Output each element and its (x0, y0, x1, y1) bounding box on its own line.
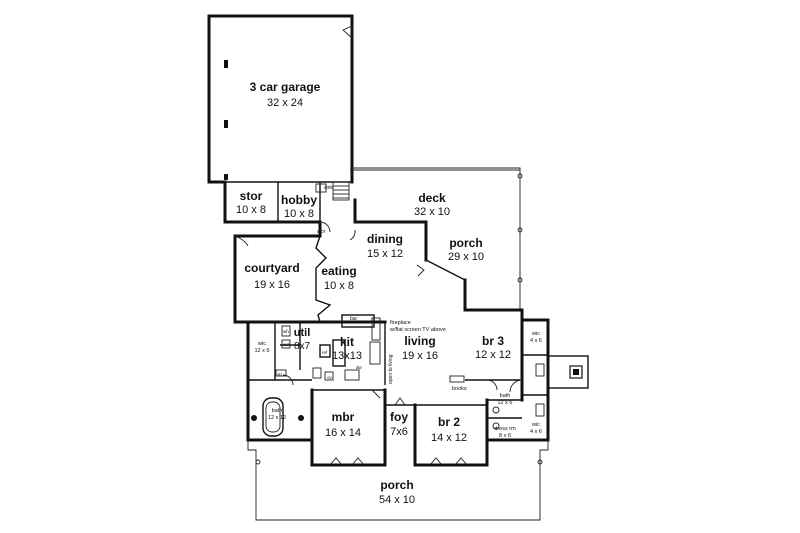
wh-note: wh (283, 329, 289, 334)
books-note: books (452, 386, 467, 392)
dress-label: dress rm (494, 426, 516, 432)
bath-small-label: bath (500, 393, 511, 399)
tv-note: w/flat screen TV above (389, 327, 446, 333)
br3-size: 12 x 12 (475, 349, 511, 361)
wic-br2-size: 4 x 6 (530, 429, 542, 435)
open-to-living-note: open to living (388, 354, 394, 384)
courtyard-label: courtyard (244, 261, 299, 275)
deck-size: 32 x 10 (414, 206, 450, 218)
porch-front-size: 54 x 10 (379, 494, 415, 506)
room-labels: 3 car garage 32 x 24 stor 10 x 8 hobby 1… (236, 80, 542, 506)
br2-size: 14 x 12 (431, 432, 467, 444)
hobby-label: hobby (281, 193, 317, 207)
mbr-size: 16 x 14 (325, 427, 361, 439)
kit-label: kit (340, 335, 354, 349)
bath-master-label: bath (272, 408, 283, 414)
br3-label: br 3 (482, 334, 504, 348)
wd-note: wd (283, 342, 289, 347)
porch-front-label: porch (380, 478, 413, 492)
dining-label: dining (367, 232, 403, 246)
front-porch-outline (247, 440, 549, 521)
str-note: str (277, 372, 283, 377)
deck-label: deck (418, 191, 446, 205)
courtyard-size: 19 x 16 (254, 279, 290, 291)
wic-master-label: wic (257, 341, 266, 347)
wic-br3-label: wic (531, 331, 540, 337)
dress-size: 8 x 6 (499, 433, 511, 439)
ref-note: ref (322, 350, 328, 355)
fireplace-note: fireplace (390, 320, 411, 326)
eating-label: eating (321, 264, 356, 278)
living-label: living (404, 334, 435, 348)
deck-porch-outline (350, 167, 523, 310)
foy-label: foy (390, 410, 408, 424)
sink-note: sink (324, 185, 333, 191)
bath-master-size: 12 x 12 (268, 415, 286, 421)
stor-small-note: stor (317, 229, 326, 235)
porch-rear-label: porch (449, 236, 482, 250)
kit-size: 13x13 (332, 350, 362, 362)
bath-small-size: 12 x 6 (498, 400, 513, 406)
util-label: util (294, 327, 311, 339)
ov-note: ov (327, 375, 333, 380)
main-house-walls (233, 198, 589, 467)
hobby-size: 10 x 8 (284, 208, 314, 220)
living-size: 19 x 16 (402, 350, 438, 362)
stor-label: stor (240, 189, 263, 203)
dining-size: 15 x 12 (367, 248, 403, 260)
garage-block (207, 14, 354, 224)
foy-size: 7x6 (390, 426, 408, 438)
fixtures (251, 221, 545, 466)
dw-note: dw (356, 365, 363, 370)
br2-label: br 2 (438, 415, 460, 429)
garage-label: 3 car garage (250, 80, 321, 94)
porch-rear-size: 29 x 10 (448, 251, 484, 263)
util-size: 8x7 (294, 341, 311, 352)
stor-size: 10 x 8 (236, 204, 266, 216)
wic-master-size: 12 x 6 (255, 348, 270, 354)
mbr-label: mbr (332, 410, 355, 424)
wic-br3-size: 4 x 6 (530, 338, 542, 344)
wic-br2-label: wic (531, 422, 540, 428)
garage-size: 32 x 24 (267, 97, 303, 109)
plan-notes: sink stor bar fireplace w/flat screen TV… (277, 185, 467, 392)
eating-size: 10 x 8 (324, 280, 354, 292)
bar-note: bar (350, 316, 358, 322)
